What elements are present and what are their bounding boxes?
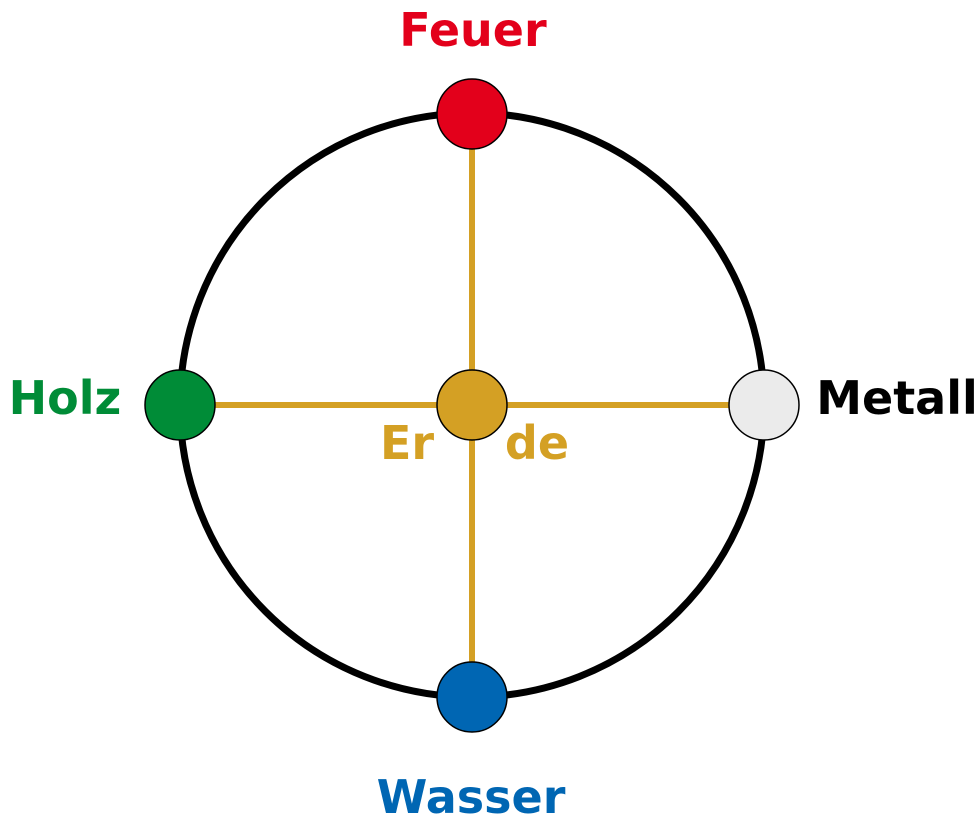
label-erde-right: de (505, 416, 569, 470)
node-metall (728, 369, 800, 441)
node-erde (436, 369, 508, 441)
label-metall: Metall (816, 371, 978, 425)
node-wasser (436, 661, 508, 733)
node-feuer (436, 78, 508, 150)
label-feuer: Feuer (399, 3, 547, 57)
label-wasser: Wasser (377, 770, 566, 824)
label-holz: Holz (9, 371, 122, 425)
label-erde-left: Er (380, 416, 434, 470)
node-holz (144, 369, 216, 441)
